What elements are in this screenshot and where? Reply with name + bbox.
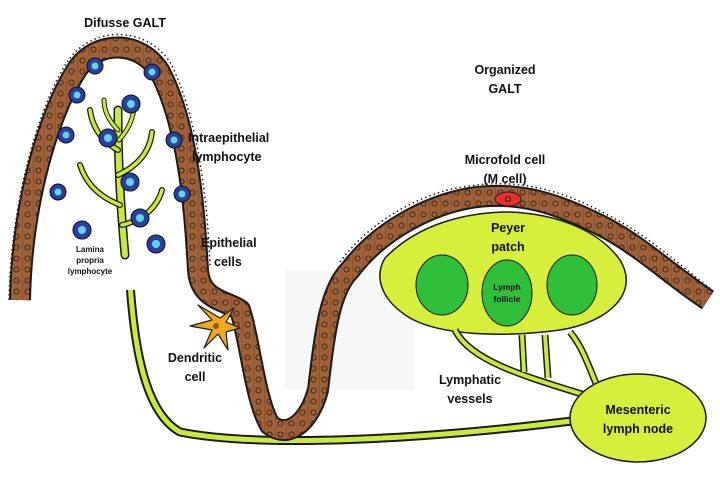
brush-border <box>8 33 211 301</box>
intraepithelial-lymphocytes <box>49 57 191 203</box>
label-microfold-1: Microfold cell <box>465 153 546 167</box>
m-cell <box>494 191 522 207</box>
mesenteric-lymph-node <box>569 373 707 463</box>
m-cell-nucleus <box>505 196 511 202</box>
label-mesenteric-2: lymph node <box>603 422 673 436</box>
label-organized-galt-1: Organized <box>474 63 535 77</box>
brush-border-dome <box>339 183 713 291</box>
lamina-propria-lymphocytes <box>72 94 166 254</box>
label-lymphatic-2: vessels <box>447 392 492 406</box>
label-intraepithelial-2: lymphocyte <box>192 150 262 164</box>
label-dendritic-1: Dendritic <box>168 351 222 365</box>
lymph-follicle-right <box>546 254 598 316</box>
label-lymph-follicle-1: Lymph <box>493 282 521 292</box>
label-dendritic-2: cell <box>185 370 206 384</box>
lacteal-drainage-vessel-fill <box>125 247 583 444</box>
label-peyer-2: patch <box>491 240 524 254</box>
label-lymphatic-1: Lymphatic <box>439 373 501 387</box>
label-lamina-2: propria <box>76 256 104 265</box>
label-lymph-follicle-2: follicle <box>494 294 521 304</box>
label-intraepithelial-1: Intraepithelial <box>188 131 269 145</box>
lymph-follicle-left <box>415 254 469 316</box>
label-organized-galt-2: GALT <box>488 82 521 96</box>
label-epithelial-1: Epithelial <box>201 236 257 250</box>
lymph-follicle-center <box>481 259 533 327</box>
dendritic-cell <box>189 304 241 351</box>
label-peyer-1: Peyer <box>491 221 525 235</box>
label-epithelial-2: cells <box>214 255 242 269</box>
label-diffuse-galt: Difusse GALT <box>84 16 166 30</box>
label-microfold-2: (M cell) <box>483 172 526 186</box>
label-lamina-1: Lamina <box>76 245 105 254</box>
label-mesenteric-1: Mesenteric <box>605 403 670 417</box>
lacteal-tree <box>77 97 165 260</box>
label-lamina-3: lymphocyte <box>68 267 113 276</box>
